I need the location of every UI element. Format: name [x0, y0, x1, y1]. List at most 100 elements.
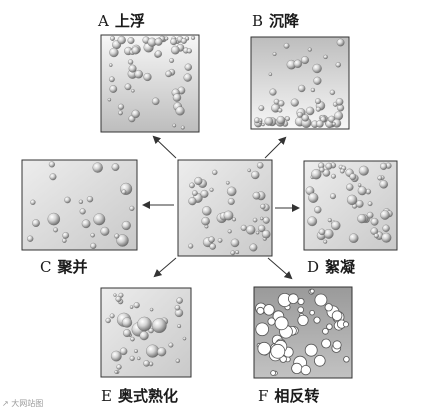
droplet: [330, 193, 336, 200]
droplet: [223, 210, 234, 221]
droplet: [128, 64, 137, 73]
panel-center-droplets: [188, 162, 271, 256]
droplet: [175, 358, 180, 363]
droplet: [272, 52, 277, 56]
droplet: [261, 122, 265, 127]
droplet: [235, 250, 240, 255]
droplet: [186, 48, 192, 54]
droplet: [129, 355, 135, 361]
droplet: [355, 200, 364, 208]
droplet: [256, 306, 265, 315]
droplet: [114, 370, 118, 374]
droplet: [143, 72, 152, 82]
droplet: [32, 219, 40, 227]
panel-b-droplets: [254, 38, 345, 129]
droplet: [117, 103, 125, 110]
droplet: [260, 216, 264, 221]
droplet: [189, 182, 195, 189]
droplet: [124, 83, 132, 91]
droplet: [357, 183, 362, 187]
droplet: [165, 70, 172, 78]
droplet: [78, 199, 84, 204]
droplet: [308, 192, 319, 203]
droplet: [274, 316, 289, 331]
droplet: [373, 233, 379, 239]
droplet: [269, 88, 277, 96]
droplet: [257, 341, 271, 356]
droplet: [297, 306, 305, 314]
droplet: [325, 162, 333, 170]
droplet: [227, 229, 232, 234]
droplet: [79, 208, 86, 215]
droplet: [117, 35, 126, 45]
droplet: [321, 338, 332, 349]
droplet: [332, 122, 336, 126]
droplet: [202, 206, 212, 216]
droplet: [307, 47, 312, 52]
droplet: [249, 243, 258, 252]
droplet: [109, 63, 113, 67]
droplet: [121, 317, 133, 328]
droplet: [151, 318, 167, 333]
droplet: [121, 189, 127, 195]
droplet: [225, 180, 230, 185]
droplet: [300, 364, 311, 376]
droplet: [180, 37, 187, 44]
droplet: [27, 235, 34, 242]
droplet: [287, 293, 299, 305]
droplet: [305, 106, 315, 116]
droplet: [149, 307, 154, 312]
droplet: [111, 163, 120, 171]
droplet: [230, 238, 240, 248]
droplet: [81, 219, 91, 229]
droplet: [323, 54, 328, 60]
droplet: [168, 342, 174, 348]
droplet: [301, 56, 309, 65]
droplet: [212, 169, 218, 176]
droplet: [139, 331, 149, 341]
droplet: [296, 111, 303, 118]
droplet: [312, 63, 322, 74]
droplet: [381, 232, 392, 243]
droplet: [309, 288, 315, 294]
droplet: [131, 89, 135, 93]
droplet: [48, 161, 55, 168]
droplet: [164, 36, 169, 41]
droplet: [143, 360, 150, 367]
droplet: [322, 327, 329, 335]
droplet: [64, 196, 71, 204]
panel-c-droplets: [27, 161, 135, 249]
droplet: [323, 229, 334, 239]
droplet: [137, 316, 152, 332]
droplet: [105, 317, 111, 324]
droplet: [116, 364, 122, 370]
droplet: [346, 194, 358, 206]
droplet: [227, 198, 235, 205]
droplet: [370, 217, 379, 226]
droplet: [264, 117, 274, 126]
droplet: [377, 175, 383, 181]
droplet: [379, 180, 388, 189]
droplet: [131, 46, 140, 55]
droplet: [201, 216, 210, 226]
droplet: [307, 216, 318, 227]
droplet: [127, 59, 134, 65]
watermark: ↗ 大网站图: [2, 399, 44, 408]
droplet: [263, 304, 275, 316]
droplet: [129, 305, 134, 309]
droplet: [255, 230, 260, 235]
droplet: [310, 87, 316, 93]
droplet: [367, 201, 373, 207]
droplet: [109, 47, 119, 58]
panel-a-droplets: [107, 35, 196, 130]
droplet: [277, 108, 283, 113]
droplet: [47, 212, 61, 226]
droplet: [366, 211, 374, 219]
droplet: [270, 370, 276, 376]
droplet: [358, 165, 369, 176]
droplet: [113, 293, 117, 297]
droplet: [183, 73, 192, 82]
droplet: [322, 169, 331, 177]
droplet: [314, 293, 328, 307]
